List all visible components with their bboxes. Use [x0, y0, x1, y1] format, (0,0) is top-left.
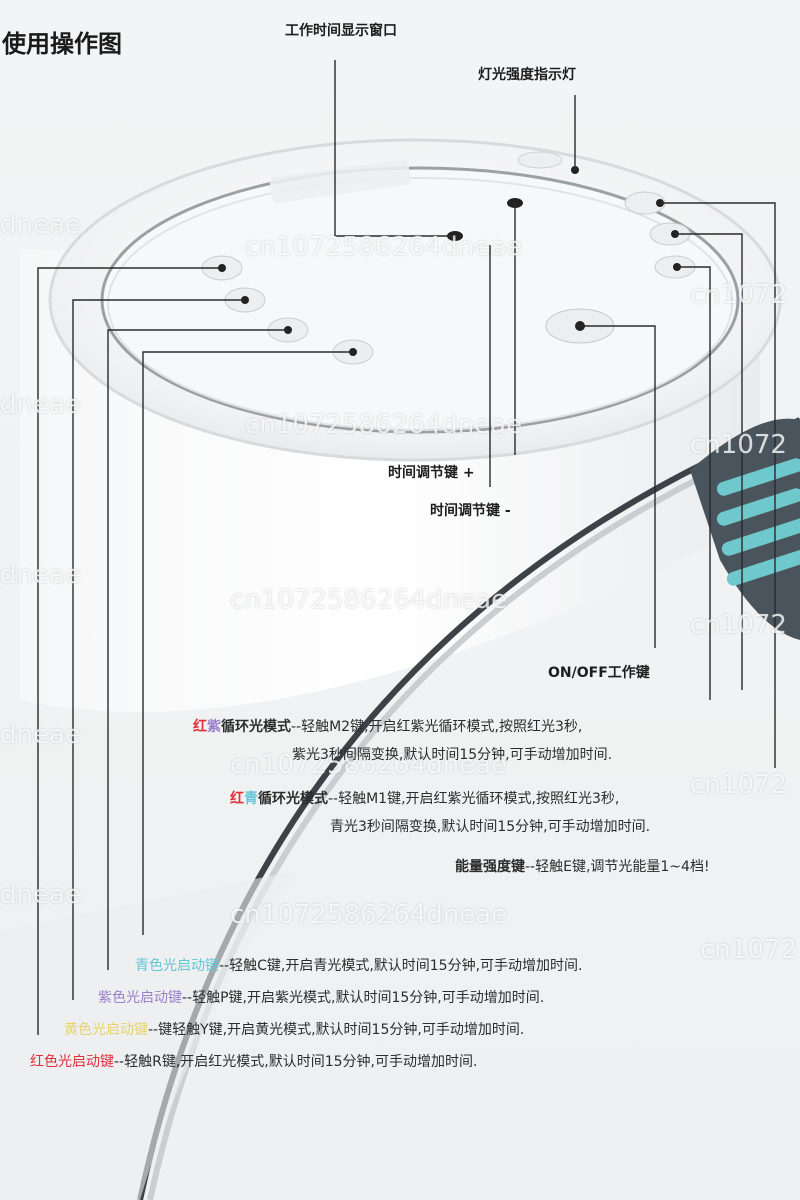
m1-description-line2: 青光3秒间隔变换,默认时间15分钟,可手动增加时间. [330, 819, 651, 835]
energy-description: 能量强度键--轻触E键,调节光能量1~4档! [455, 856, 710, 876]
display-window [269, 159, 411, 203]
red-label: 红色光启动键 [30, 1054, 114, 1070]
leader-lines [37, 60, 776, 1035]
energy-label: 能量强度键 [455, 859, 525, 875]
cyan-description: 青色光启动键--轻触C键,开启青光模式,默认时间15分钟,可手动增加时间. [135, 955, 583, 975]
m1-label-red: 红 [230, 791, 244, 807]
m2-text-1: --轻触M2键,开启红紫光循环模式,按照红光3秒, [291, 719, 583, 735]
red-description: 红色光启动键--轻触R键,开启红光模式,默认时间15分钟,可手动增加时间. [30, 1051, 477, 1071]
yellow-text: --键轻触Y键,开启黄光模式,默认时间15分钟,可手动增加时间. [148, 1022, 525, 1038]
energy-text: --轻触E键,调节光能量1~4档! [525, 859, 710, 875]
light-indicator [517, 151, 563, 169]
page-title: 使用操作图 [2, 30, 122, 58]
m2-label-rest: 循环光模式 [221, 719, 291, 735]
time-minus-label: 时间调节键 - [430, 503, 511, 519]
time-plus-label: 时间调节键 + [388, 465, 475, 481]
purple-label: 紫色光启动键 [98, 990, 182, 1006]
yellow-label: 黄色光启动键 [64, 1022, 148, 1038]
yellow-description: 黄色光启动键--键轻触Y键,开启黄光模式,默认时间15分钟,可手动增加时间. [64, 1019, 524, 1039]
light-indicator-label: 灯光强度指示灯 [478, 67, 576, 83]
m2-label-red: 红 [193, 719, 207, 735]
m1-text-1: --轻触M1键,开启红紫光循环模式,按照红光3秒, [328, 791, 620, 807]
m2-description-line2: 紫光3秒间隔变换,默认时间15分钟,可手动增加时间. [292, 747, 613, 763]
m2-description-line1: 红紫循环光模式--轻触M2键,开启红紫光循环模式,按照红光3秒, [193, 716, 582, 736]
onoff-label: ON/OFF工作键 [548, 665, 650, 681]
purple-description: 紫色光启动键--轻触P键,开启紫光模式,默认时间15分钟,可手动增加时间. [98, 987, 544, 1007]
red-text: --轻触R键,开启红光模式,默认时间15分钟,可手动增加时间. [114, 1054, 478, 1070]
m1-label-cyan: 青 [244, 791, 258, 807]
cyan-label: 青色光启动键 [135, 958, 219, 974]
m1-description-line1: 红青循环光模式--轻触M1键,开启红紫光循环模式,按照红光3秒, [230, 788, 619, 808]
cyan-text: --轻触C键,开启青光模式,默认时间15分钟,可手动增加时间. [219, 958, 583, 974]
m2-label-purple: 紫 [207, 719, 221, 735]
purple-text: --轻触P键,开启紫光模式,默认时间15分钟,可手动增加时间. [182, 990, 545, 1006]
display-window-label: 工作时间显示窗口 [285, 23, 397, 39]
m1-label-rest: 循环光模式 [258, 791, 328, 807]
